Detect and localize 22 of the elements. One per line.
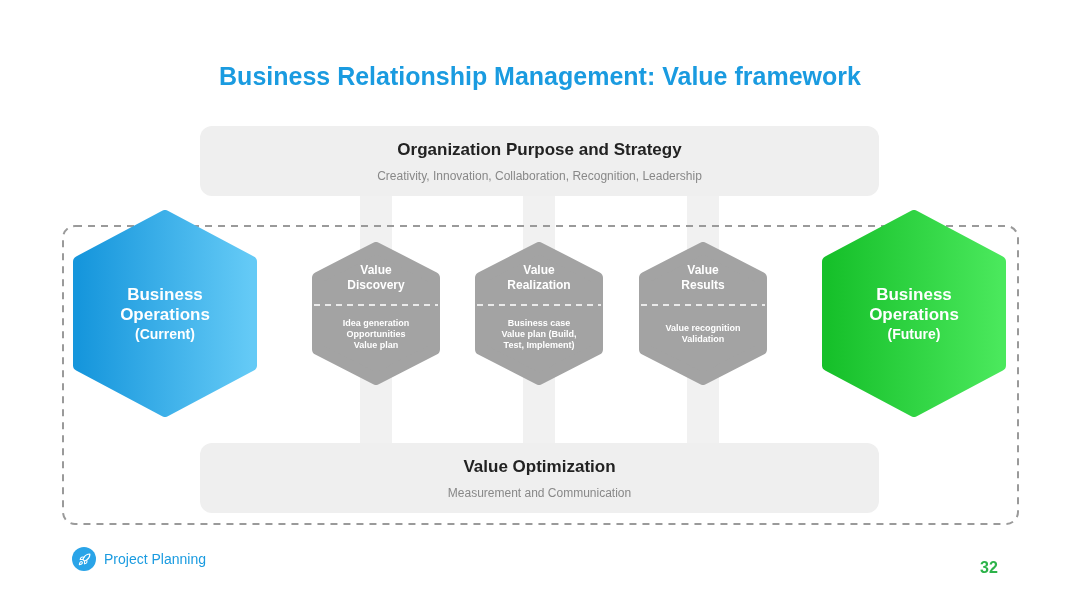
hexagon-subtitle: (Future) [887,324,941,343]
hexagon-title: Business Operations [868,284,960,325]
footer-text: Project Planning [104,549,206,569]
hexagon [822,210,1006,417]
hexagon-body: Business case Value plan (Build, Test, Implement) [501,316,577,352]
band-subtitle: Measurement and Communication [447,484,632,502]
slide-title: Business Relationship Management: Value framework [218,61,862,92]
hexagon-subtitle: (Current) [135,324,195,343]
hexagon-title: Business Operations [119,284,211,325]
hexagon [73,210,257,417]
band-title: Organization Purpose and Strategy [397,139,682,162]
band-subtitle: Creativity, Innovation, Collaboration, Recognition, Leadership [377,167,702,185]
hexagon [312,242,440,385]
hexagon-body: Value recognition Validation [665,322,741,346]
hexagon-title: Value Realization [506,263,572,293]
band-title: Value Optimization [463,456,616,479]
page-number: 32 [980,558,998,578]
hexagon [639,242,767,385]
hexagon-body: Idea generation Opportunities Value plan [341,316,411,352]
hexagon-title: Value Results [680,263,726,293]
hexagon-title: Value Discovery [346,263,406,293]
hexagon [475,242,603,385]
